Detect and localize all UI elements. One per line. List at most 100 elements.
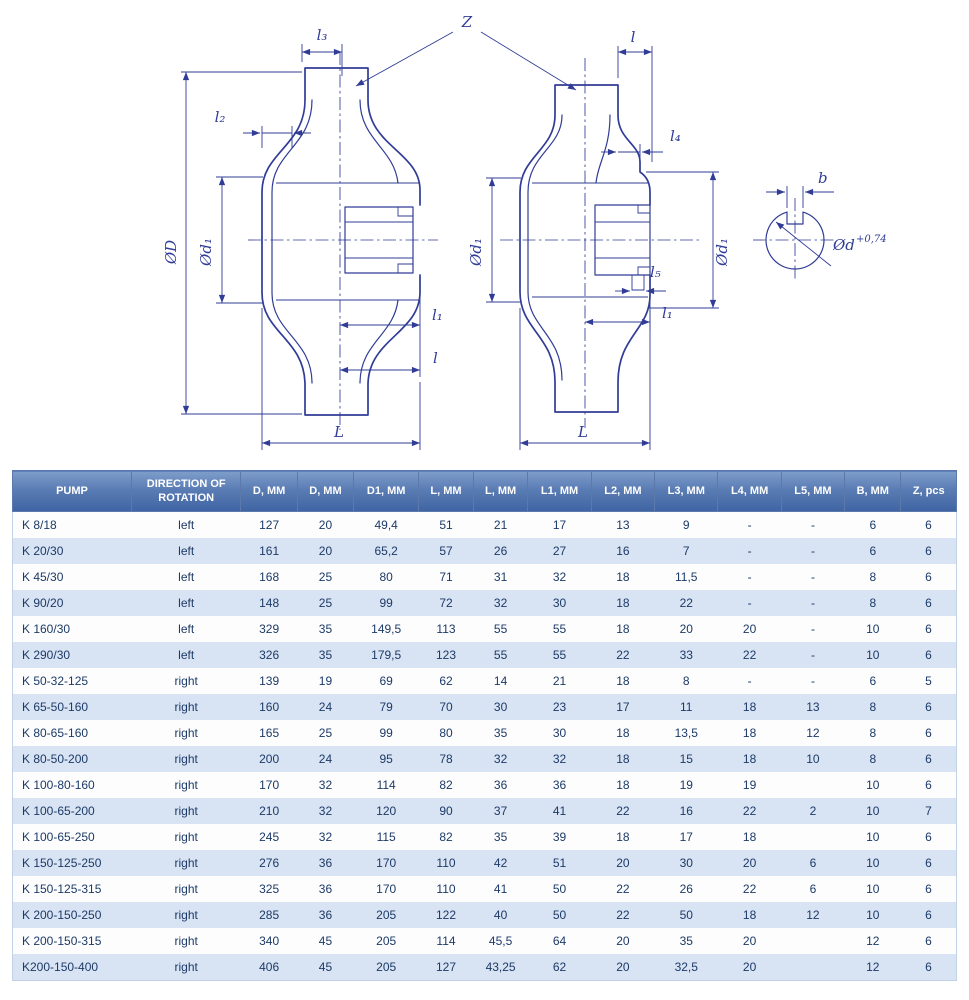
spec-value-cell: 6 [925,700,932,714]
column-header: L2, MM [590,470,656,512]
spec-value-cell: 36 [318,856,333,870]
spec-value-cell: 55 [493,648,508,662]
spec-value-cell: 19 [742,778,757,792]
spec-value-cell [781,928,844,954]
right-shroud-curve [595,114,611,184]
pump-name-cell: K 150-125-315 [22,882,102,896]
dim-label-L-right: L [577,423,588,441]
spec-value-cell: 170 [259,778,280,792]
spec-value-cell: 5 [925,674,932,688]
left-shroud-curve-bottom [359,299,399,384]
dim-L-right-extensions [519,308,651,450]
spec-value-cell: 10 [866,804,880,818]
spec-value-cell: 22 [679,596,693,610]
spec-value-cell: 17 [552,518,567,532]
dim-label-z: Z [461,13,473,31]
spec-value-cell: 10 [806,752,820,766]
right-hub-outline [594,204,651,276]
spec-value-cell: 285 [259,908,280,922]
z-leader-left [355,31,454,87]
spec-value-cell: 18 [616,570,630,584]
spec-value-cell: 23 [552,700,567,714]
spec-value-cell: 9 [682,518,690,532]
dim-label-l2: l₂ [215,108,226,126]
dim-phid1-right: Ød₁ [646,171,731,309]
spec-value-cell: 32 [318,778,333,792]
spec-value-cell: 20 [742,622,757,636]
right-inner-wall [527,114,563,381]
dim-L-left-extensions [261,308,421,450]
spec-value-cell: 205 [376,908,397,922]
pump-name-cell: K 200-150-250 [22,908,102,922]
spec-value-cell: 30 [679,856,693,870]
dim-label-b: b [818,169,828,187]
column-header: D1, MM [353,470,420,512]
dim-L-right: L [519,308,651,450]
spec-value-cell: 18 [616,596,630,610]
dim-label-l-left: l [433,349,438,367]
spec-value-cell: 340 [259,934,280,948]
dim-phid-leader [775,221,832,267]
column-header: L3, MM [654,470,719,512]
spec-value-cell: 20 [742,960,757,974]
spec-value-cell: 10 [866,830,880,844]
spec-value-cell: 6 [869,518,877,532]
spec-value-cell: 205 [376,934,397,948]
dim-label-l4: l₄ [670,127,681,145]
spec-value-cell: 26 [493,544,508,558]
spec-value-cell: 8 [682,674,690,688]
pump-name-cell: K 8/18 [22,518,57,532]
spec-value-cell: - [810,544,815,558]
spec-value-cell: 406 [259,960,280,974]
spec-value-cell: 50 [679,908,693,922]
spec-value-cell: 80 [439,726,453,740]
dim-label-l-top: l [631,28,636,46]
spec-value-cell: 26 [679,882,693,896]
spec-value-cell: 326 [259,648,280,662]
pump-name-cell: K 160/30 [22,622,71,636]
dim-label-phid1-mid: Ød₁ [467,238,485,267]
spec-value-cell: right [174,830,198,844]
dim-label-l5: l₅ [650,263,661,281]
spec-value-cell: 32,5 [674,960,698,974]
spec-value-cell: 78 [439,752,453,766]
spec-value-cell: 32 [552,570,567,584]
spec-value-cell: 27 [552,544,567,558]
pump-name-cell: K200-150-400 [22,960,99,974]
spec-value-cell: 18 [742,752,757,766]
spec-value-cell: 24 [318,700,333,714]
spec-value-cell: 18 [616,726,630,740]
dim-label-phid1-left: Ød₁ [197,238,215,267]
column-header: D, MM [240,470,298,512]
spec-value-cell: 18 [742,700,757,714]
dim-phiD-extensions [181,71,302,415]
spec-value-cell: 6 [925,882,932,896]
spec-value-cell: 69 [379,674,393,688]
dim-l-top: l [617,28,653,162]
column-header: D, MM [296,470,355,512]
spec-value-cell: 6 [925,960,932,974]
dim-z: Z [355,13,577,91]
spec-value-cell: left [178,544,195,558]
spec-value-cell: right [174,856,198,870]
left-hub-outline [344,206,414,274]
pump-name-cell: K 50-32-125 [22,674,89,688]
dim-l4: l₄ [601,127,681,168]
spec-value-cell: 32 [493,752,508,766]
spec-value-cell: 39 [552,830,567,844]
spec-value-cell: 10 [866,648,880,662]
spec-value-cell: 6 [925,908,932,922]
spec-value-cell: 6 [925,648,932,662]
spec-value-cell: 6 [925,778,932,792]
spec-value-cell: 15 [679,752,693,766]
spec-value-cell: 113 [436,622,456,636]
spec-value-cell: 127 [435,960,457,974]
spec-value-cell: 40 [493,908,508,922]
spec-value-cell: - [747,674,752,688]
